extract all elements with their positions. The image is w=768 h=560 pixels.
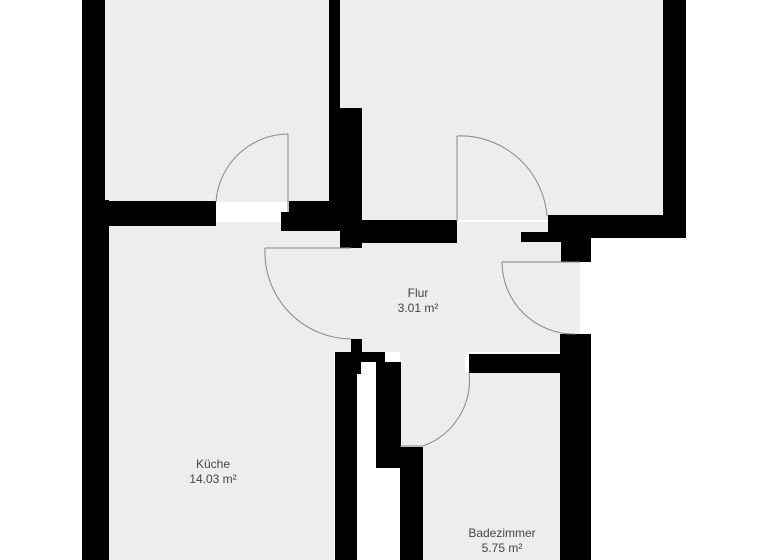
room-label-kueche: Küche 14.03 m² [189,457,236,487]
room-name-badezimmer: Badezimmer [468,526,536,540]
door-entrance[interactable] [501,261,580,335]
wall-flur-bottom-right [469,354,569,373]
wall-topright-right [663,0,686,238]
room-top-right-floor-ext [362,108,668,216]
door-top-right-room[interactable] [456,135,548,222]
wall-flur-bottom-left [351,339,362,355]
room-name-flur: Flur [407,286,429,300]
room-top-left-floor[interactable] [105,0,330,202]
room-name-kueche: Küche [195,457,231,471]
floors [105,0,668,560]
doors [215,133,580,447]
wall-topright-bottom [361,220,457,243]
door-top-left-room[interactable] [215,133,289,212]
room-label-badezimmer: Badezimmer 5.75 m² [468,526,535,556]
wall-topleft-bottom [105,201,216,226]
door-badezimmer[interactable] [400,371,470,447]
room-kueche-floor[interactable] [108,226,334,560]
wall-topleft-right [329,0,340,230]
room-area-kueche: 14.03 m² [189,472,237,486]
walls [82,0,686,560]
room-area-flur: 3.01 m² [397,301,439,315]
room-label-flur: Flur 3.01 m² [398,286,439,316]
door-kueche[interactable] [264,247,352,340]
room-area-badezimmer: 5.75 m² [481,541,523,555]
